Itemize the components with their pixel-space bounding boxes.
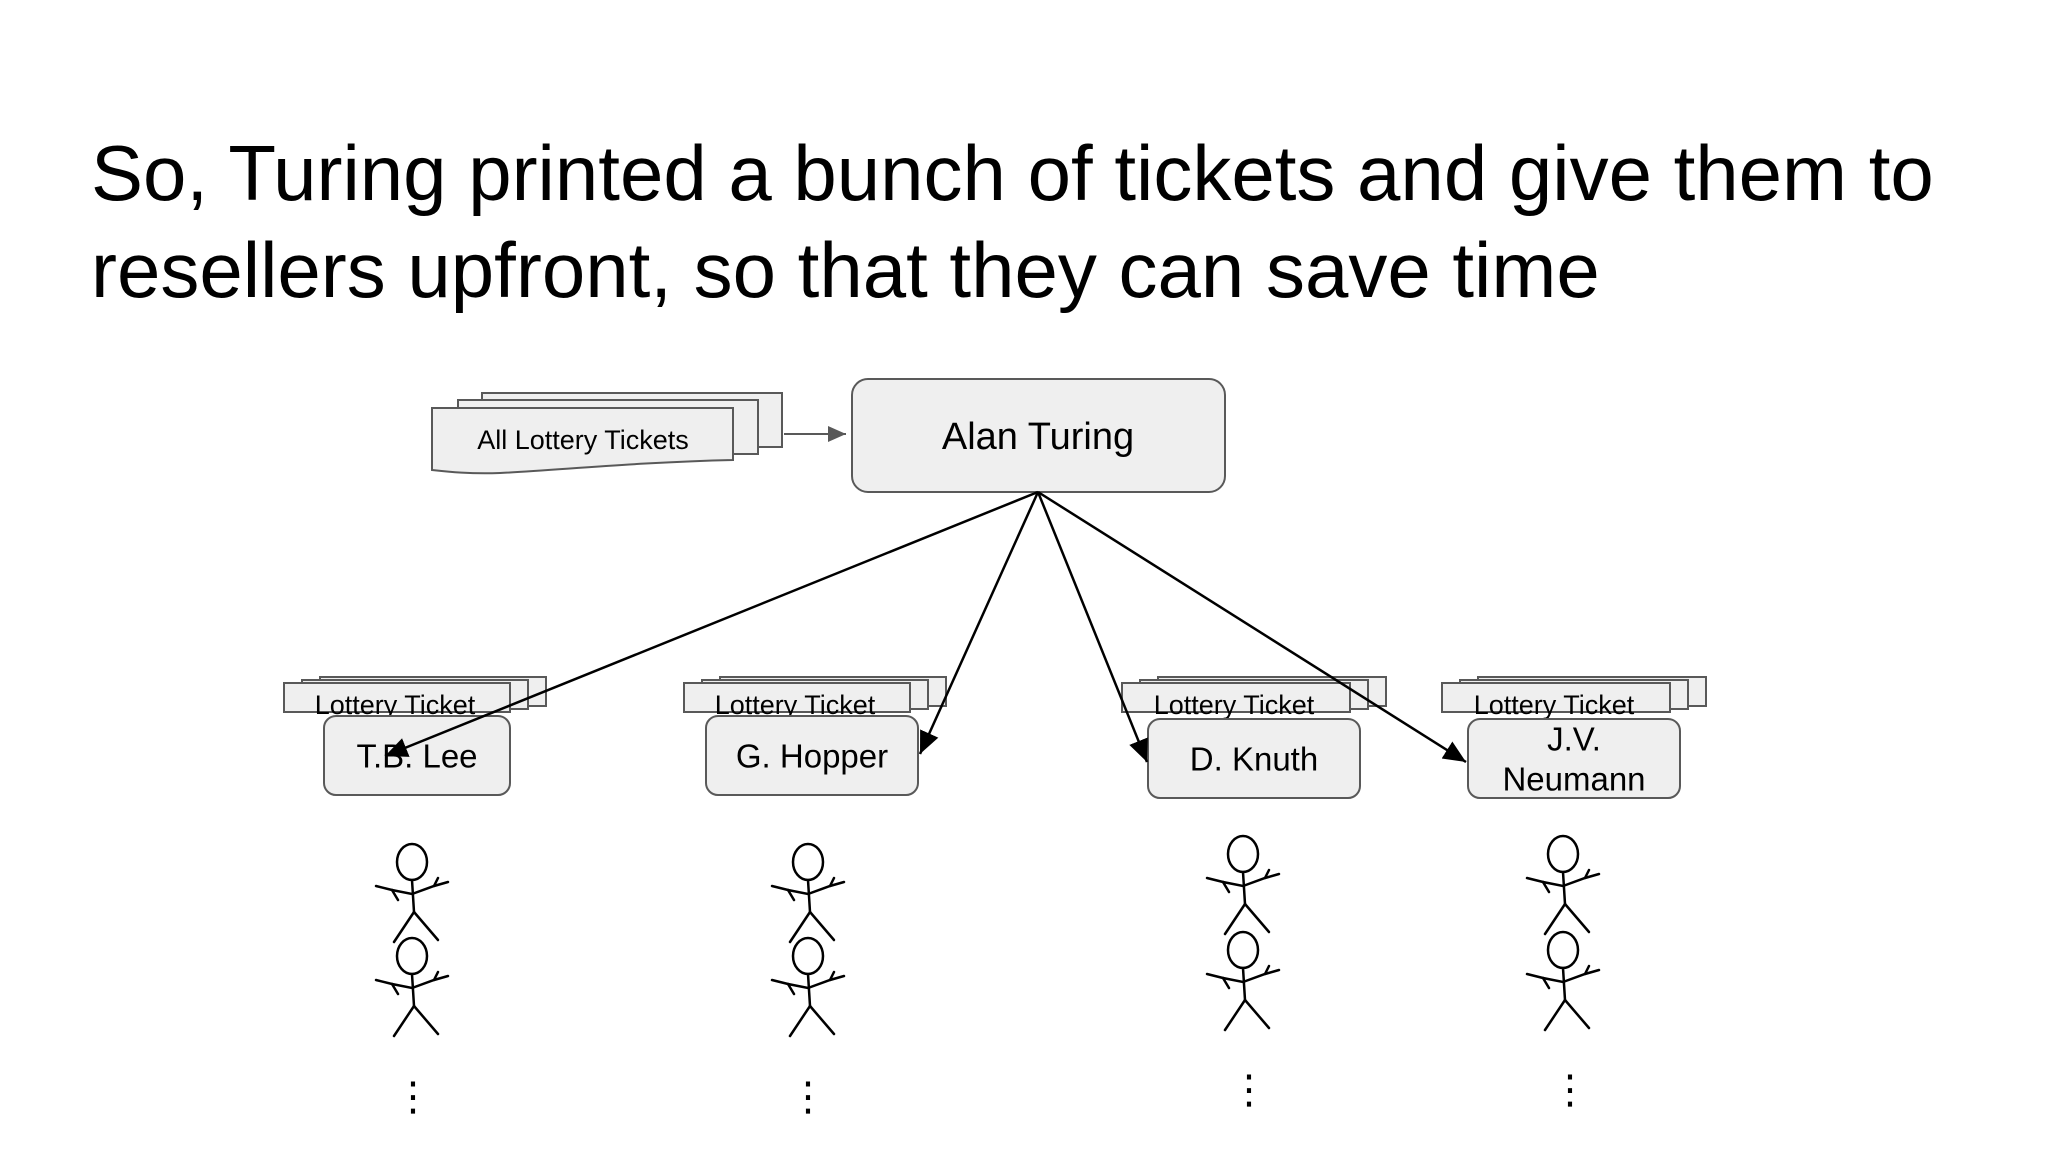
person-icon xyxy=(1525,834,1601,936)
more-people-ellipsis: ⋮ xyxy=(393,1075,433,1119)
reseller-name-line: J.V. xyxy=(1547,721,1601,758)
more-people-ellipsis: ⋮ xyxy=(1550,1068,1590,1112)
person-icon xyxy=(1205,834,1281,936)
distribution-arrow xyxy=(384,490,1039,758)
person-icon xyxy=(770,842,846,944)
reseller-box xyxy=(323,715,511,796)
person-icon xyxy=(770,936,846,1038)
person-icon xyxy=(1525,930,1601,1032)
all-tickets-label: All Lottery Tickets xyxy=(477,425,689,455)
reseller-box xyxy=(705,715,919,796)
distribution-arrow xyxy=(1036,491,1149,763)
distribution-arrow xyxy=(1037,490,1467,764)
person-icon xyxy=(374,936,450,1038)
reseller-box xyxy=(1147,718,1361,799)
person-icon xyxy=(1205,930,1281,1032)
lottery-ticket-stack xyxy=(283,682,511,713)
person-icon xyxy=(374,842,450,944)
slide-title: So, Turing printed a bunch of tickets an… xyxy=(91,129,1934,314)
lottery-ticket-stack xyxy=(1121,682,1351,713)
lottery-ticket-stack xyxy=(683,682,911,713)
lottery-ticket-label: Lottery Ticket xyxy=(1154,690,1315,720)
root-node-alan-turing: Alan Turing xyxy=(851,378,1226,493)
reseller-name-line: Neumann xyxy=(1502,761,1645,798)
lottery-ticket-label: Lottery Ticket xyxy=(1474,690,1635,720)
distribution-arrow xyxy=(918,491,1040,755)
reseller-d-knuth: Lottery Ticket D. Knuth xyxy=(1121,676,1387,799)
more-people-ellipsis: ⋮ xyxy=(1229,1068,1269,1112)
reseller-name-line: D. Knuth xyxy=(1190,741,1318,778)
reseller-box xyxy=(1467,718,1681,799)
more-people-ellipsis: ⋮ xyxy=(788,1075,828,1119)
reseller-name-line: G. Hopper xyxy=(736,738,888,775)
lottery-ticket-stack xyxy=(1441,682,1671,713)
root-label: Alan Turing xyxy=(942,416,1134,458)
all-tickets-stack: All Lottery Tickets xyxy=(431,392,783,475)
